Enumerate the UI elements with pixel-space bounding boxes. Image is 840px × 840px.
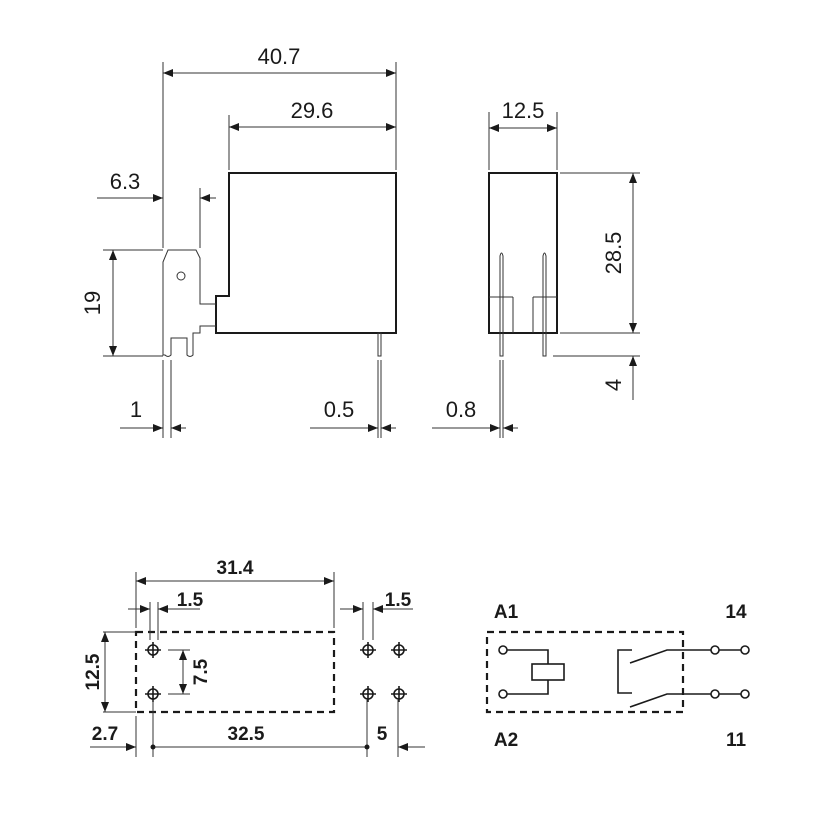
- label-body-length: 29.6: [291, 98, 334, 123]
- label-hole-dia-right: 1.5: [385, 590, 412, 611]
- label-a1: A1: [494, 602, 519, 623]
- label-hole-dia-left: 1.5: [177, 590, 204, 611]
- label-pin-thickness: 0.5: [324, 397, 355, 422]
- label-tab-width: 6.3: [110, 169, 141, 194]
- terminal-14: [740, 645, 750, 655]
- label-outline-width: 12.5: [83, 653, 104, 690]
- front-view: 12.5 28.5 4 0.8: [432, 98, 640, 438]
- fast-on-terminal: [162, 249, 216, 357]
- label-hole-spacing: 7.5: [191, 658, 212, 685]
- pcb-footprint: 31.4 1.5 1.5 12.5 7.5 2.7 32.5 5: [83, 558, 425, 757]
- side-view: 40.7 29.6 6.3 19 1 0.5: [80, 44, 397, 438]
- label-pin-length: 4: [601, 379, 626, 391]
- pin-right: [542, 252, 547, 357]
- label-tab-thickness: 1: [130, 397, 142, 422]
- relay-body-side: [215, 172, 397, 334]
- pin-left: [499, 252, 504, 357]
- footprint-outline: [134, 630, 336, 714]
- terminal-11: [740, 689, 750, 699]
- terminal-hole: [176, 271, 186, 281]
- label-outline-length: 31.4: [217, 558, 254, 579]
- terminal-a2: [498, 689, 508, 699]
- pcb-pin: [377, 332, 382, 357]
- schematic-outline: [485, 630, 685, 714]
- label-offset: 2.7: [92, 724, 118, 745]
- label-pitch: 32.5: [228, 724, 265, 745]
- label-a2: A2: [494, 730, 518, 751]
- relay-body-front: [488, 172, 558, 334]
- contact-symbol: [617, 649, 741, 708]
- terminal-a1: [498, 645, 508, 655]
- wiring-schematic: A1 A2 14 11: [485, 602, 750, 751]
- label-width: 12.5: [502, 98, 545, 123]
- label-pin-thickness-front: 0.8: [446, 397, 477, 422]
- label-height: 28.5: [601, 232, 626, 275]
- label-tab-height: 19: [80, 291, 105, 315]
- label-11: 11: [726, 730, 747, 751]
- label-pin-spacing: 5: [377, 724, 388, 745]
- coil-symbol: [531, 663, 565, 681]
- pcb-holes: [145, 642, 407, 702]
- label-overall-length: 40.7: [258, 44, 301, 69]
- label-14: 14: [725, 602, 747, 623]
